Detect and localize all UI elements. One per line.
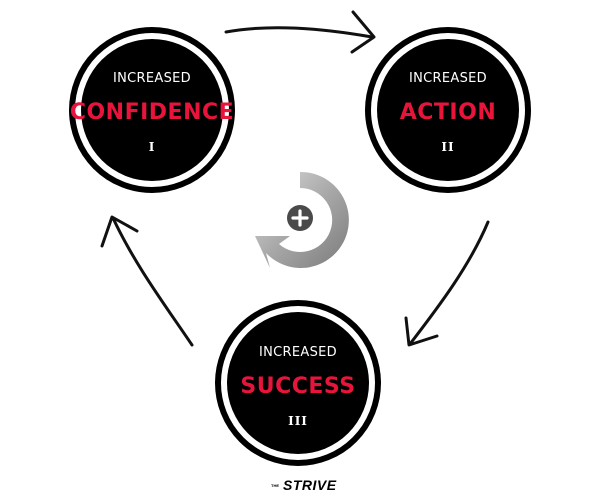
node-label: INCREASED [113, 71, 191, 86]
node-title: ACTION [400, 100, 496, 125]
node-success: INCREASED SUCCESS III [215, 300, 381, 466]
svg-text:THE: THE [271, 483, 279, 488]
node-label: INCREASED [409, 71, 487, 86]
arrow-action-to-success [404, 220, 490, 347]
node-numeral: II [441, 140, 454, 154]
cycle-plus-icon [255, 171, 349, 268]
arrow-success-to-confidence [100, 215, 194, 347]
svg-text:STRIVE: STRIVE [283, 477, 337, 493]
node-confidence: INCREASED CONFIDENCE I [69, 27, 235, 193]
node-numeral: I [149, 140, 156, 154]
node-title: SUCCESS [240, 374, 355, 399]
arrow-confidence-to-action [224, 10, 376, 54]
node-label: INCREASED [259, 345, 337, 360]
node-action: INCREASED ACTION II [365, 27, 531, 193]
node-title: CONFIDENCE [70, 100, 234, 125]
node-numeral: III [288, 414, 308, 428]
brand-logo: THE STRIVE [271, 477, 337, 493]
